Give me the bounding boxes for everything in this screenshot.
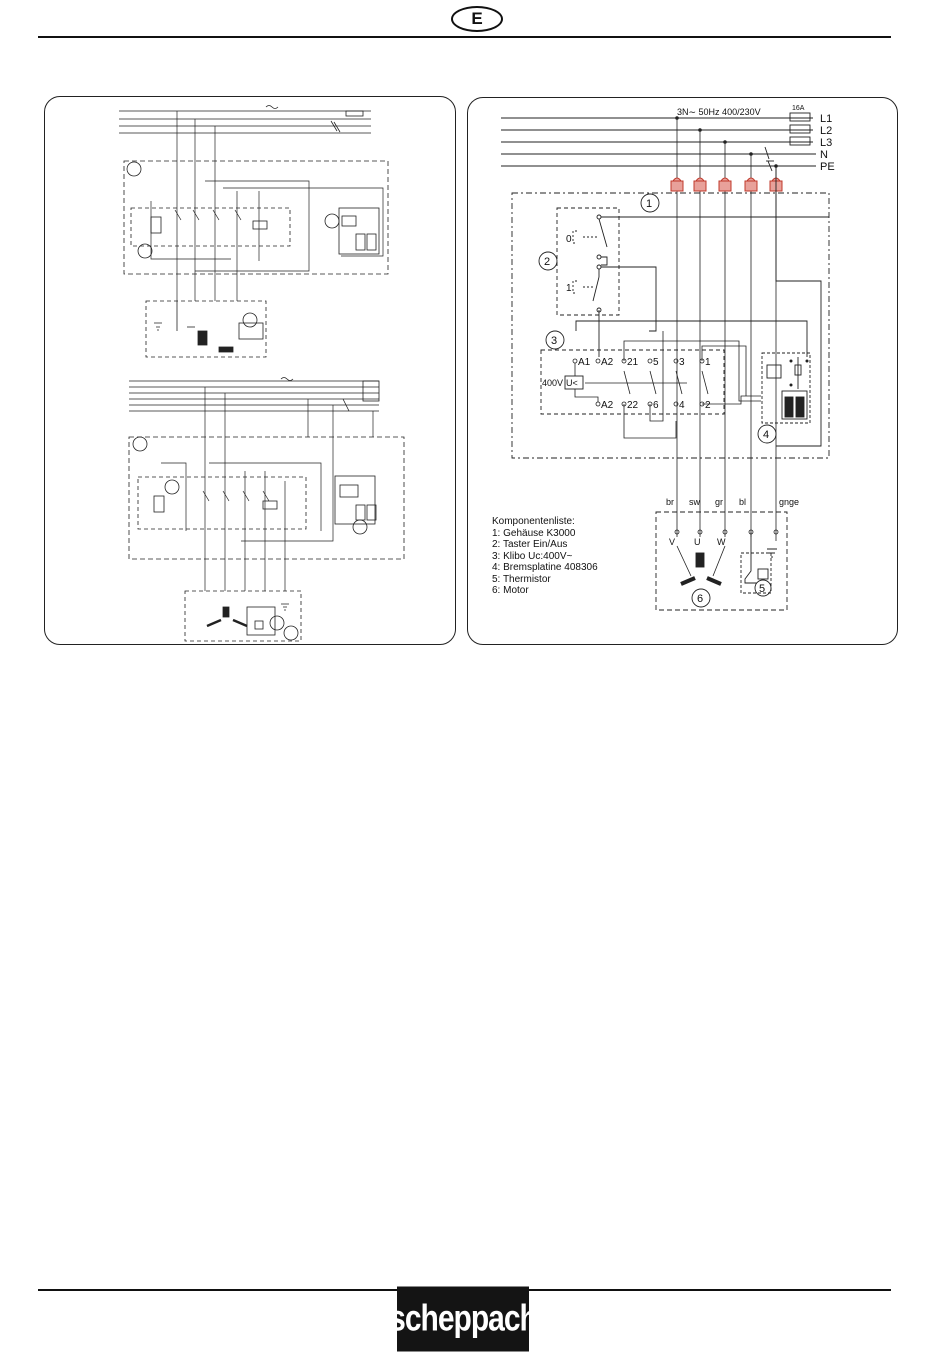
coil-symbol: U< [566, 378, 578, 388]
component-list: Komponentenliste: 1: Gehäuse K3000 2: Ta… [492, 516, 598, 597]
wire-sw: sw [689, 497, 701, 507]
terminal-3: 3 [679, 357, 685, 368]
wire-br: br [666, 497, 674, 507]
left-schematic [45, 97, 457, 646]
terminal-4: 4 [679, 400, 685, 411]
marker-6: 6 [697, 593, 703, 605]
line-label-l1: L1 [820, 113, 832, 125]
fuse-rating: 16A [792, 105, 805, 112]
marker-1: 1 [646, 198, 652, 210]
terminal-a2-top: A2 [601, 357, 614, 368]
scheppach-logo: scheppach [397, 1287, 529, 1352]
line-label-n: N [820, 149, 828, 161]
component-item-6: 6: Motor [492, 585, 598, 597]
terminal-a1-top: A1 [578, 357, 591, 368]
terminal-a2-bottom: A2 [601, 400, 614, 411]
terminal-5: 5 [653, 357, 659, 368]
marker-5: 5 [759, 583, 765, 595]
terminal-6: 6 [653, 400, 659, 411]
language-code: E [471, 9, 482, 29]
marker-2: 2 [544, 256, 550, 268]
header-rule [38, 36, 891, 38]
marker-4: 4 [763, 429, 769, 441]
motor-terminal-v: V [669, 537, 675, 547]
language-badge: E [451, 6, 503, 32]
switch-off-label: 0 [566, 234, 572, 245]
wire-bl: bl [739, 497, 746, 507]
component-item-4: 4: Bremsplatine 408306 [492, 562, 598, 574]
wire-gnge: gnge [779, 497, 799, 507]
motor-terminal-w: W [717, 537, 726, 547]
wire-gr: gr [715, 497, 723, 507]
component-item-1: 1: Gehäuse K3000 [492, 528, 598, 540]
line-label-l3: L3 [820, 137, 832, 149]
line-label-pe: PE [820, 161, 835, 173]
terminal-22: 22 [627, 400, 639, 411]
marker-3: 3 [551, 335, 557, 347]
switch-on-label: 1 [566, 283, 572, 294]
component-item-2: 2: Taster Ein/Aus [492, 539, 598, 551]
component-list-title: Komponentenliste: [492, 516, 598, 528]
terminal-21: 21 [627, 357, 639, 368]
terminal-2: 2 [705, 400, 711, 411]
supply-label: 3N∼ 50Hz 400/230V [677, 107, 761, 117]
line-label-l2: L2 [820, 125, 832, 137]
component-item-3: 3: Klibo Uc:400V~ [492, 551, 598, 563]
brand-name: scheppach [389, 1298, 537, 1341]
motor-terminal-u: U [694, 537, 701, 547]
component-item-5: 5: Thermistor [492, 574, 598, 586]
left-diagram-panel [44, 96, 456, 645]
terminal-1: 1 [705, 357, 711, 368]
coil-voltage: 400V [542, 378, 563, 388]
